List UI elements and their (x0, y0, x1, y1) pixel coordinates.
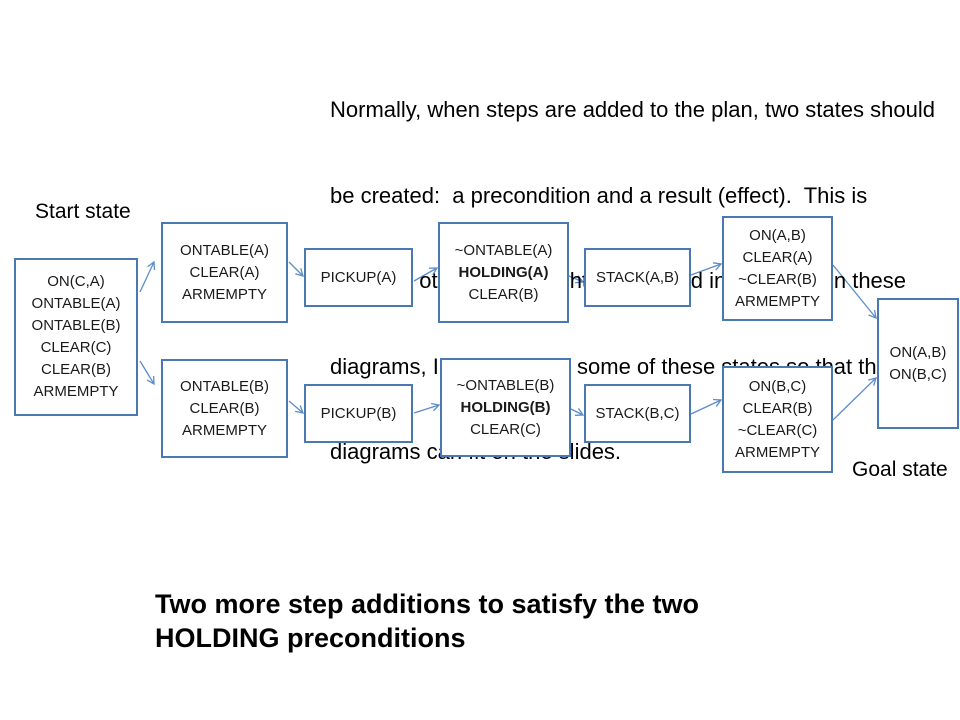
state-literal: CLEAR(B) (189, 399, 260, 417)
state-literal: ON(B,C) (748, 377, 807, 395)
state-literal: CLEAR(B) (468, 285, 539, 303)
step-label: PICKUP(B) (320, 404, 397, 422)
state-literal-holding: HOLDING(B) (460, 398, 551, 416)
state-literal: ONTABLE(A) (31, 295, 121, 312)
state-literal: ~CLEAR(C) (737, 421, 818, 439)
state-literal: ~ONTABLE(B) (456, 376, 555, 394)
state-literal: ~CLEAR(B) (738, 270, 817, 288)
state-literal-holding: HOLDING(A) (458, 263, 549, 281)
state-literal: ONTABLE(B) (180, 377, 269, 395)
result-on-b-c-box: ON(B,C) CLEAR(B) ~CLEAR(C) ARMEMPTY (722, 366, 833, 473)
step-label: PICKUP(A) (320, 268, 397, 286)
state-literal: CLEAR(B) (742, 399, 813, 417)
goal-state-box: ON(A,B) ON(B,C) (877, 298, 959, 429)
state-literal: CLEAR(A) (189, 263, 260, 281)
state-literal: ARMEMPTY (734, 292, 820, 310)
arrow-start-to-precondition-b (139, 360, 155, 386)
state-literal: ARMEMPTY (181, 421, 267, 439)
note-line: be created: a precondition and a result … (330, 182, 868, 208)
pickup-a-step: PICKUP(A) (304, 248, 413, 307)
state-literal: ARMEMPTY (181, 285, 267, 303)
state-literal: ~ONTABLE(A) (454, 241, 553, 259)
state-literal: CLEAR(C) (470, 420, 541, 438)
state-literal: ON(A,B) (749, 226, 806, 244)
state-literal: ON(C,A) (47, 273, 105, 290)
result-on-a-b-box: ON(A,B) CLEAR(A) ~CLEAR(B) ARMEMPTY (722, 216, 833, 321)
arrow-precondition-b-to-pickup-b (288, 400, 305, 414)
start-state-label: Start state (35, 200, 131, 223)
stack-a-b-step: STACK(A,B) (584, 248, 691, 307)
precondition-box-b: ONTABLE(B) CLEAR(B) ARMEMPTY (161, 359, 288, 458)
note-line: Normally, when steps are added to the pl… (330, 97, 935, 122)
arrowhead (147, 260, 156, 271)
arrowhead (295, 405, 305, 414)
step-label: STACK(B,C) (595, 404, 680, 422)
state-literal: ARMEMPTY (734, 443, 820, 461)
holding-b-state-box: ~ONTABLE(B) HOLDING(B) CLEAR(C) (440, 358, 571, 457)
arrowhead (146, 375, 155, 386)
goal-state-label: Goal state (852, 458, 948, 481)
pickup-b-step: PICKUP(B) (304, 384, 413, 443)
state-literal: CLEAR(A) (742, 248, 813, 266)
state-literal: CLEAR(B) (40, 361, 111, 378)
stack-b-c-step: STACK(B,C) (584, 384, 691, 443)
state-literal: ONTABLE(B) (31, 317, 121, 334)
arrow-precondition-a-to-pickup-a (288, 261, 304, 277)
start-state-box: ON(C,A) ONTABLE(A) ONTABLE(B) CLEAR(C) C… (14, 258, 138, 416)
state-literal: ON(A,B) (889, 343, 947, 361)
state-literal: ONTABLE(A) (180, 241, 269, 259)
state-literal: ARMEMPTY (33, 383, 119, 400)
headline-line: Two more step additions to satisfy the t… (155, 589, 700, 619)
precondition-box-a: ONTABLE(A) CLEAR(A) ARMEMPTY (161, 222, 288, 323)
headline-line: HOLDING preconditions (155, 623, 466, 653)
arrowhead (295, 268, 304, 277)
note-line: diagrams, I have omitted some of these s… (330, 353, 889, 379)
slide-headline: Two more step additions to satisfy the t… (155, 587, 699, 655)
state-literal: CLEAR(C) (40, 339, 112, 356)
state-literal: ON(B,C) (889, 365, 947, 383)
step-label: STACK(A,B) (595, 268, 680, 286)
arrow-start-to-precondition-a (139, 260, 156, 293)
holding-a-state-box: ~ONTABLE(A) HOLDING(A) CLEAR(B) (438, 222, 569, 323)
